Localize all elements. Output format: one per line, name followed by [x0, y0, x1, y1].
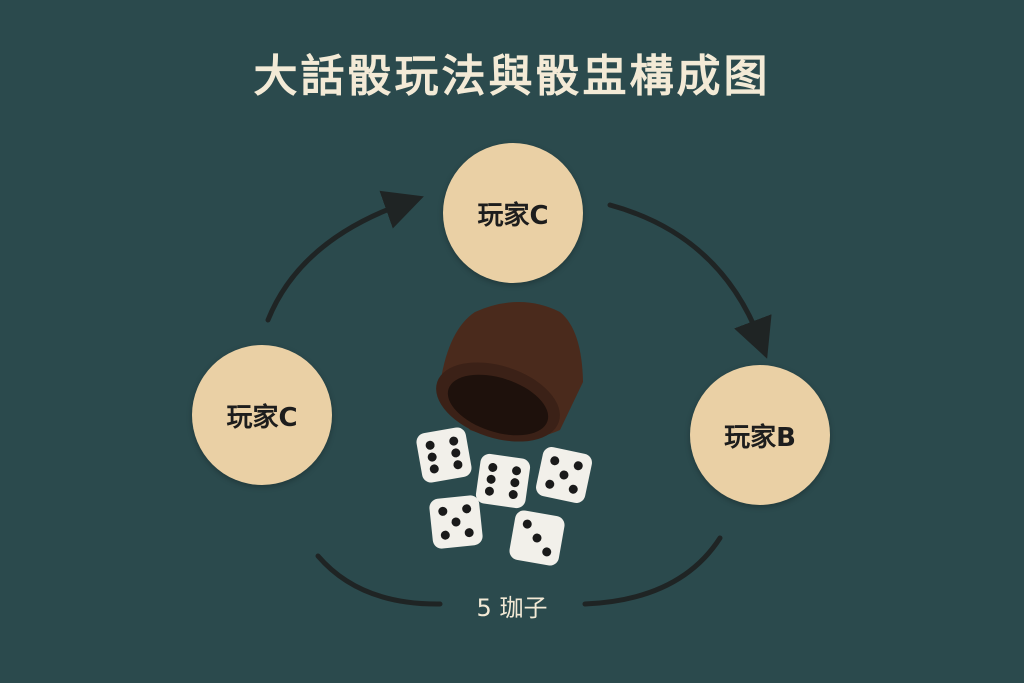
die-icon	[509, 510, 565, 566]
player-node-left: 玩家C	[192, 345, 332, 485]
die-icon	[416, 427, 472, 483]
player-label: 玩家C	[226, 402, 298, 433]
page-title: 大話骰玩法與骰盅構成图	[253, 51, 771, 102]
player-node-top: 玩家C	[443, 143, 583, 283]
cycle-arrow-icon	[607, 202, 772, 359]
player-node-right: 玩家B	[690, 365, 830, 505]
player-label: 玩家B	[724, 422, 796, 453]
die-icon	[429, 495, 483, 549]
cycle-arc-left	[315, 553, 443, 607]
player-label: 玩家C	[477, 200, 549, 231]
die-icon	[536, 447, 592, 503]
cycle-arc-right	[582, 535, 723, 607]
dice-count-label: 5 珈子	[476, 594, 548, 622]
cycle-arrow-icon	[265, 190, 424, 323]
dice-cup-icon	[436, 302, 583, 442]
die-icon	[475, 453, 531, 509]
